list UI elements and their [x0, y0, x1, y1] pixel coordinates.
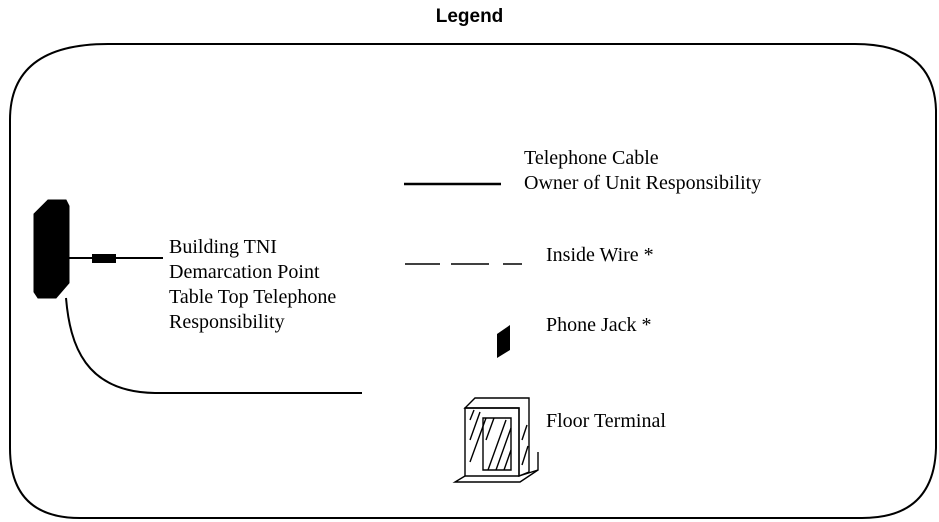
legend-label-floor-terminal: Floor Terminal [546, 409, 666, 434]
legend-label-telephone-cable: Telephone Cable Owner of Unit Responsibi… [524, 146, 761, 196]
building-label-line-4: Responsibility [169, 311, 285, 333]
floor-terminal-icon [452, 397, 539, 483]
building-label-line-3: Table Top Telephone [169, 286, 337, 308]
telephone-cable-text: Telephone Cable [524, 147, 659, 169]
telephone-cable-line [65, 297, 362, 394]
floor-terminal-text: Floor Terminal [546, 410, 666, 432]
building-tni-label: Building TNI Demarcation Point Table Top… [169, 235, 336, 335]
building-label-line-2: Demarcation Point [169, 261, 320, 283]
phone-jack-icon [497, 325, 510, 358]
legend-label-inside-wire: Inside Wire * [546, 243, 654, 268]
connector-plug-icon [69, 254, 163, 263]
legend-border [9, 43, 937, 519]
owner-responsibility-text: Owner of Unit Responsibility [524, 172, 762, 194]
wall-unit-icon [33, 199, 70, 299]
inside-wire-text: Inside Wire * [546, 244, 654, 266]
legend-title: Legend [435, 6, 504, 27]
phone-jack-text: Phone Jack * [546, 314, 652, 336]
legend-label-phone-jack: Phone Jack * [546, 313, 652, 338]
building-label-line-1: Building TNI [169, 236, 277, 258]
